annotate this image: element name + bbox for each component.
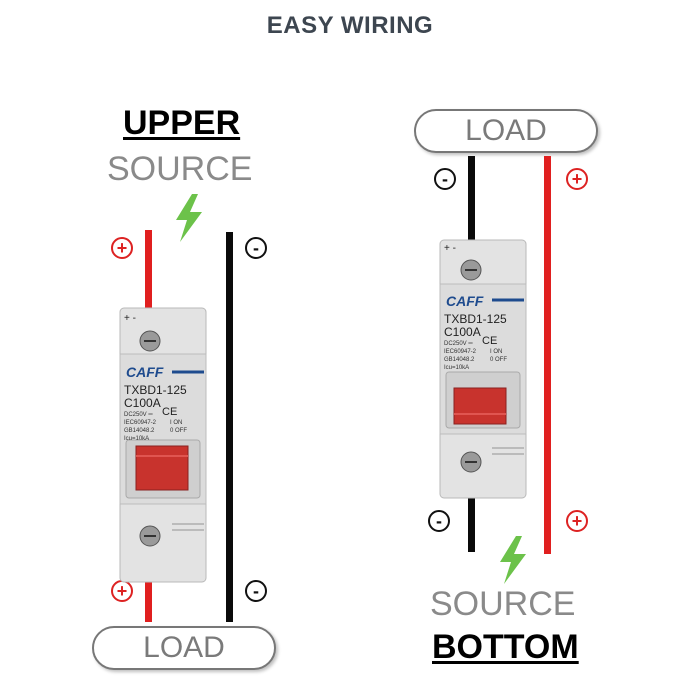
left-lightning-icon: [176, 194, 202, 242]
right-rating-label: C100A: [444, 325, 481, 339]
left-positive-wire-top: [145, 230, 152, 348]
left-on-label: I ON: [170, 420, 183, 426]
left-std2-label: GB14048.2: [124, 428, 155, 434]
left-brand-label: CAFF: [126, 364, 164, 380]
right-lightning-icon: [500, 536, 526, 584]
left-terminal-mark: + -: [124, 313, 136, 324]
right-model-label: TXBD1-125: [444, 312, 507, 326]
left-voltage-label: DC250V ═: [124, 412, 153, 418]
left-breaker: + - CAFF TXBD1-125 C100A DC250V ═ CE IEC…: [118, 306, 208, 584]
right-top-minus-icon: -: [434, 168, 456, 190]
right-bottom-plus-icon: +: [566, 510, 588, 532]
page-title: EASY WIRING: [266, 12, 434, 39]
left-off-label: 0 OFF: [170, 428, 188, 434]
right-positive-wire: [544, 156, 551, 554]
left-std1-label: IEC60947-2: [124, 420, 157, 426]
left-ce-mark: CE: [162, 406, 178, 418]
right-brand-label: CAFF: [446, 293, 484, 309]
right-ce-mark: CE: [482, 335, 498, 347]
right-top-plus-icon: +: [566, 168, 588, 190]
right-header: BOTTOM: [432, 628, 579, 666]
left-rating-label: C100A: [124, 396, 161, 410]
right-load-pill: LOAD: [414, 109, 598, 153]
left-bottom-minus-icon: -: [245, 580, 267, 602]
left-model-label: TXBD1-125: [124, 383, 187, 397]
right-negative-wire-top: [468, 156, 475, 266]
right-icu-label: Icu=10kA: [444, 365, 470, 371]
right-std2-label: GB14048.2: [444, 357, 475, 363]
right-voltage-label: DC250V ═: [444, 341, 473, 347]
right-source-label: SOURCE: [430, 585, 576, 623]
right-negative-wire-bottom: [468, 465, 475, 552]
left-top-minus-icon: -: [245, 237, 267, 259]
right-bottom-minus-icon: -: [428, 510, 450, 532]
left-negative-wire: [226, 232, 233, 622]
right-off-label: 0 OFF: [490, 357, 508, 363]
right-std1-label: IEC60947-2: [444, 349, 477, 355]
left-load-pill: LOAD: [92, 626, 276, 670]
right-on-label: I ON: [490, 349, 503, 355]
left-header: UPPER: [123, 104, 241, 142]
right-terminal-mark: + -: [444, 243, 456, 254]
left-icu-label: Icu=10kA: [124, 436, 150, 442]
left-top-plus-icon: +: [111, 237, 133, 259]
left-source-label: SOURCE: [107, 150, 253, 188]
right-breaker: + - CAFF TXBD1-125 C100A DC250V ═ CE IEC…: [438, 238, 528, 500]
